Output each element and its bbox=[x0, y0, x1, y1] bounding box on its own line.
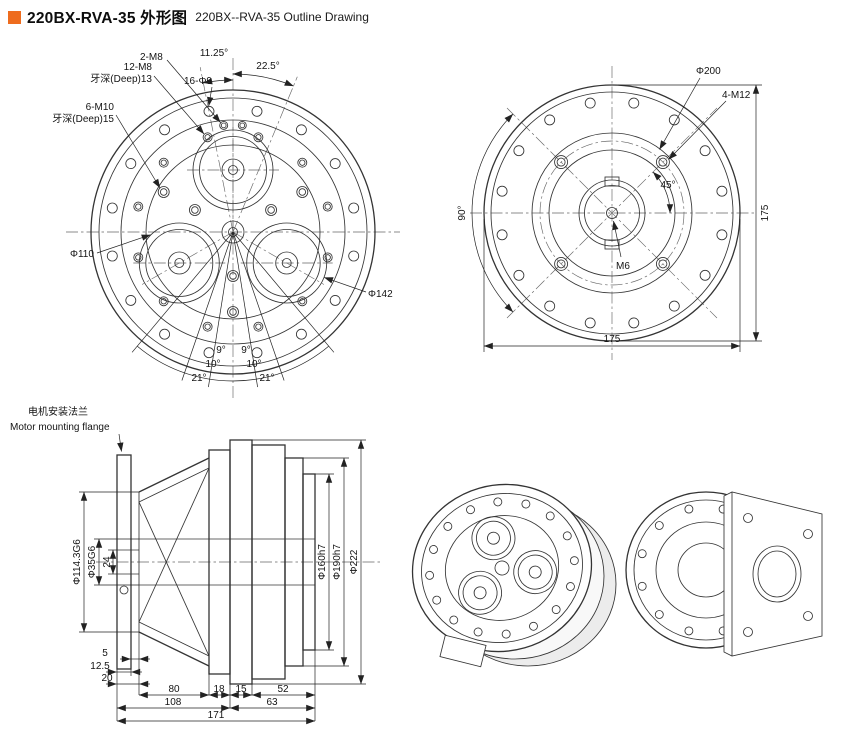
label-angle-45: 45° bbox=[660, 180, 675, 191]
label-dim-63: 63 bbox=[266, 697, 278, 708]
rear-view-flange-circles bbox=[483, 84, 741, 342]
label-phi114-3g6: Φ114.3G6 bbox=[72, 539, 83, 585]
rear-view-centerlines bbox=[470, 66, 754, 360]
label-16-phi9: 16-Φ9 bbox=[184, 76, 212, 87]
rear-view-holes-4-m12 bbox=[554, 155, 670, 271]
label-dim-18: 18 bbox=[213, 684, 225, 695]
label-thread-depth-13: 牙深(Deep)13 bbox=[90, 73, 152, 85]
label-phi110: Φ110 bbox=[70, 249, 94, 260]
front-view-center-bore bbox=[221, 220, 245, 244]
rear-view-labels: Φ200 4-M12 45° 90° M6 175 175 bbox=[457, 66, 771, 345]
iso-view-rear-motor-plate bbox=[723, 491, 823, 657]
front-view-leader-lines bbox=[96, 59, 367, 293]
label-angle-21-right: 21° bbox=[259, 373, 274, 384]
label-phi190h7: Φ190h7 bbox=[332, 544, 343, 580]
rear-view: Φ200 4-M12 45° 90° M6 175 175 bbox=[457, 66, 771, 360]
front-view-holes-2-m8 bbox=[219, 120, 247, 130]
section-view: 电机安装法兰 Motor mounting flange Φ114.3G6 Φ3… bbox=[10, 405, 382, 725]
front-view-angle-dimension-lines bbox=[131, 70, 335, 388]
label-2-m8: 2-M8 bbox=[140, 52, 163, 63]
section-view-dimension-lines bbox=[79, 433, 366, 725]
label-dim-12-5: 12.5 bbox=[90, 661, 110, 672]
section-view-labels: 电机安装法兰 Motor mounting flange Φ114.3G6 Φ3… bbox=[10, 405, 360, 721]
label-motor-flange-cn: 电机安装法兰 bbox=[28, 405, 88, 418]
front-view-holes-6-m10 bbox=[157, 186, 309, 318]
iso-view-front bbox=[411, 483, 617, 668]
iso-view-rear bbox=[625, 491, 823, 657]
label-dim-20: 20 bbox=[101, 673, 113, 684]
title-bar: 220BX-RVA-35 外形图 220BX--RVA-35 Outline D… bbox=[8, 6, 369, 28]
label-angle-22-5: 22.5° bbox=[256, 61, 279, 72]
label-dim-5: 5 bbox=[102, 648, 108, 659]
label-phi222: Φ222 bbox=[349, 549, 360, 574]
label-angle-10-left: 10° bbox=[205, 359, 220, 370]
label-12-m8: 12-M8 bbox=[124, 62, 153, 73]
label-angle-9-right: 9° bbox=[241, 345, 251, 356]
label-dim-80: 80 bbox=[168, 684, 180, 695]
label-dim-24: 24 bbox=[102, 556, 113, 568]
rear-view-leader-lines bbox=[612, 77, 727, 258]
label-phi160h7: Φ160h7 bbox=[317, 544, 328, 580]
label-angle-21-left: 21° bbox=[191, 373, 206, 384]
label-6-m10: 6-M10 bbox=[86, 102, 115, 113]
page-title: 220BX-RVA-35 外形图 bbox=[27, 10, 188, 27]
front-view-labels: 2-M8 11.25° 22.5° 12-M8 牙深(Deep)13 16-Φ9… bbox=[52, 48, 393, 384]
rear-view-bolt-holes-16 bbox=[496, 97, 728, 329]
label-phi35g6: Φ35G6 bbox=[87, 545, 98, 578]
section-view-body bbox=[116, 439, 316, 685]
label-dim-52: 52 bbox=[277, 684, 289, 695]
iso-view-front-face bbox=[411, 483, 593, 653]
label-angle-9-left: 9° bbox=[216, 345, 226, 356]
front-view-planet-gears bbox=[138, 129, 328, 304]
label-phi200: Φ200 bbox=[696, 66, 721, 77]
label-phi142: Φ142 bbox=[368, 289, 393, 300]
label-angle-11-25: 11.25° bbox=[200, 48, 228, 59]
front-view-centerlines bbox=[66, 58, 400, 400]
label-dim-175-vertical: 175 bbox=[760, 204, 771, 221]
rear-view-output-hub bbox=[578, 176, 646, 250]
front-view-flange-circles bbox=[90, 89, 376, 375]
title-bullet-icon bbox=[8, 10, 21, 24]
label-thread-depth-15: 牙深(Deep)15 bbox=[52, 113, 114, 125]
label-dim-175-horizontal: 175 bbox=[604, 334, 621, 345]
rear-view-dimension-lines bbox=[471, 84, 762, 352]
iso-view-front-nameplate bbox=[439, 634, 487, 668]
page-subtitle: 220BX--RVA-35 Outline Drawing bbox=[195, 10, 369, 24]
label-angle-10-right: 10° bbox=[246, 359, 261, 370]
label-dim-108: 108 bbox=[165, 697, 182, 708]
label-dim-171: 171 bbox=[208, 710, 225, 721]
front-view: 2-M8 11.25° 22.5° 12-M8 牙深(Deep)13 16-Φ9… bbox=[52, 48, 400, 400]
label-angle-90: 90° bbox=[457, 205, 468, 220]
label-dim-15: 15 bbox=[235, 684, 247, 695]
label-4-m12: 4-M12 bbox=[722, 90, 751, 101]
label-m6: M6 bbox=[616, 261, 630, 272]
label-motor-flange-en: Motor mounting flange bbox=[10, 422, 110, 433]
